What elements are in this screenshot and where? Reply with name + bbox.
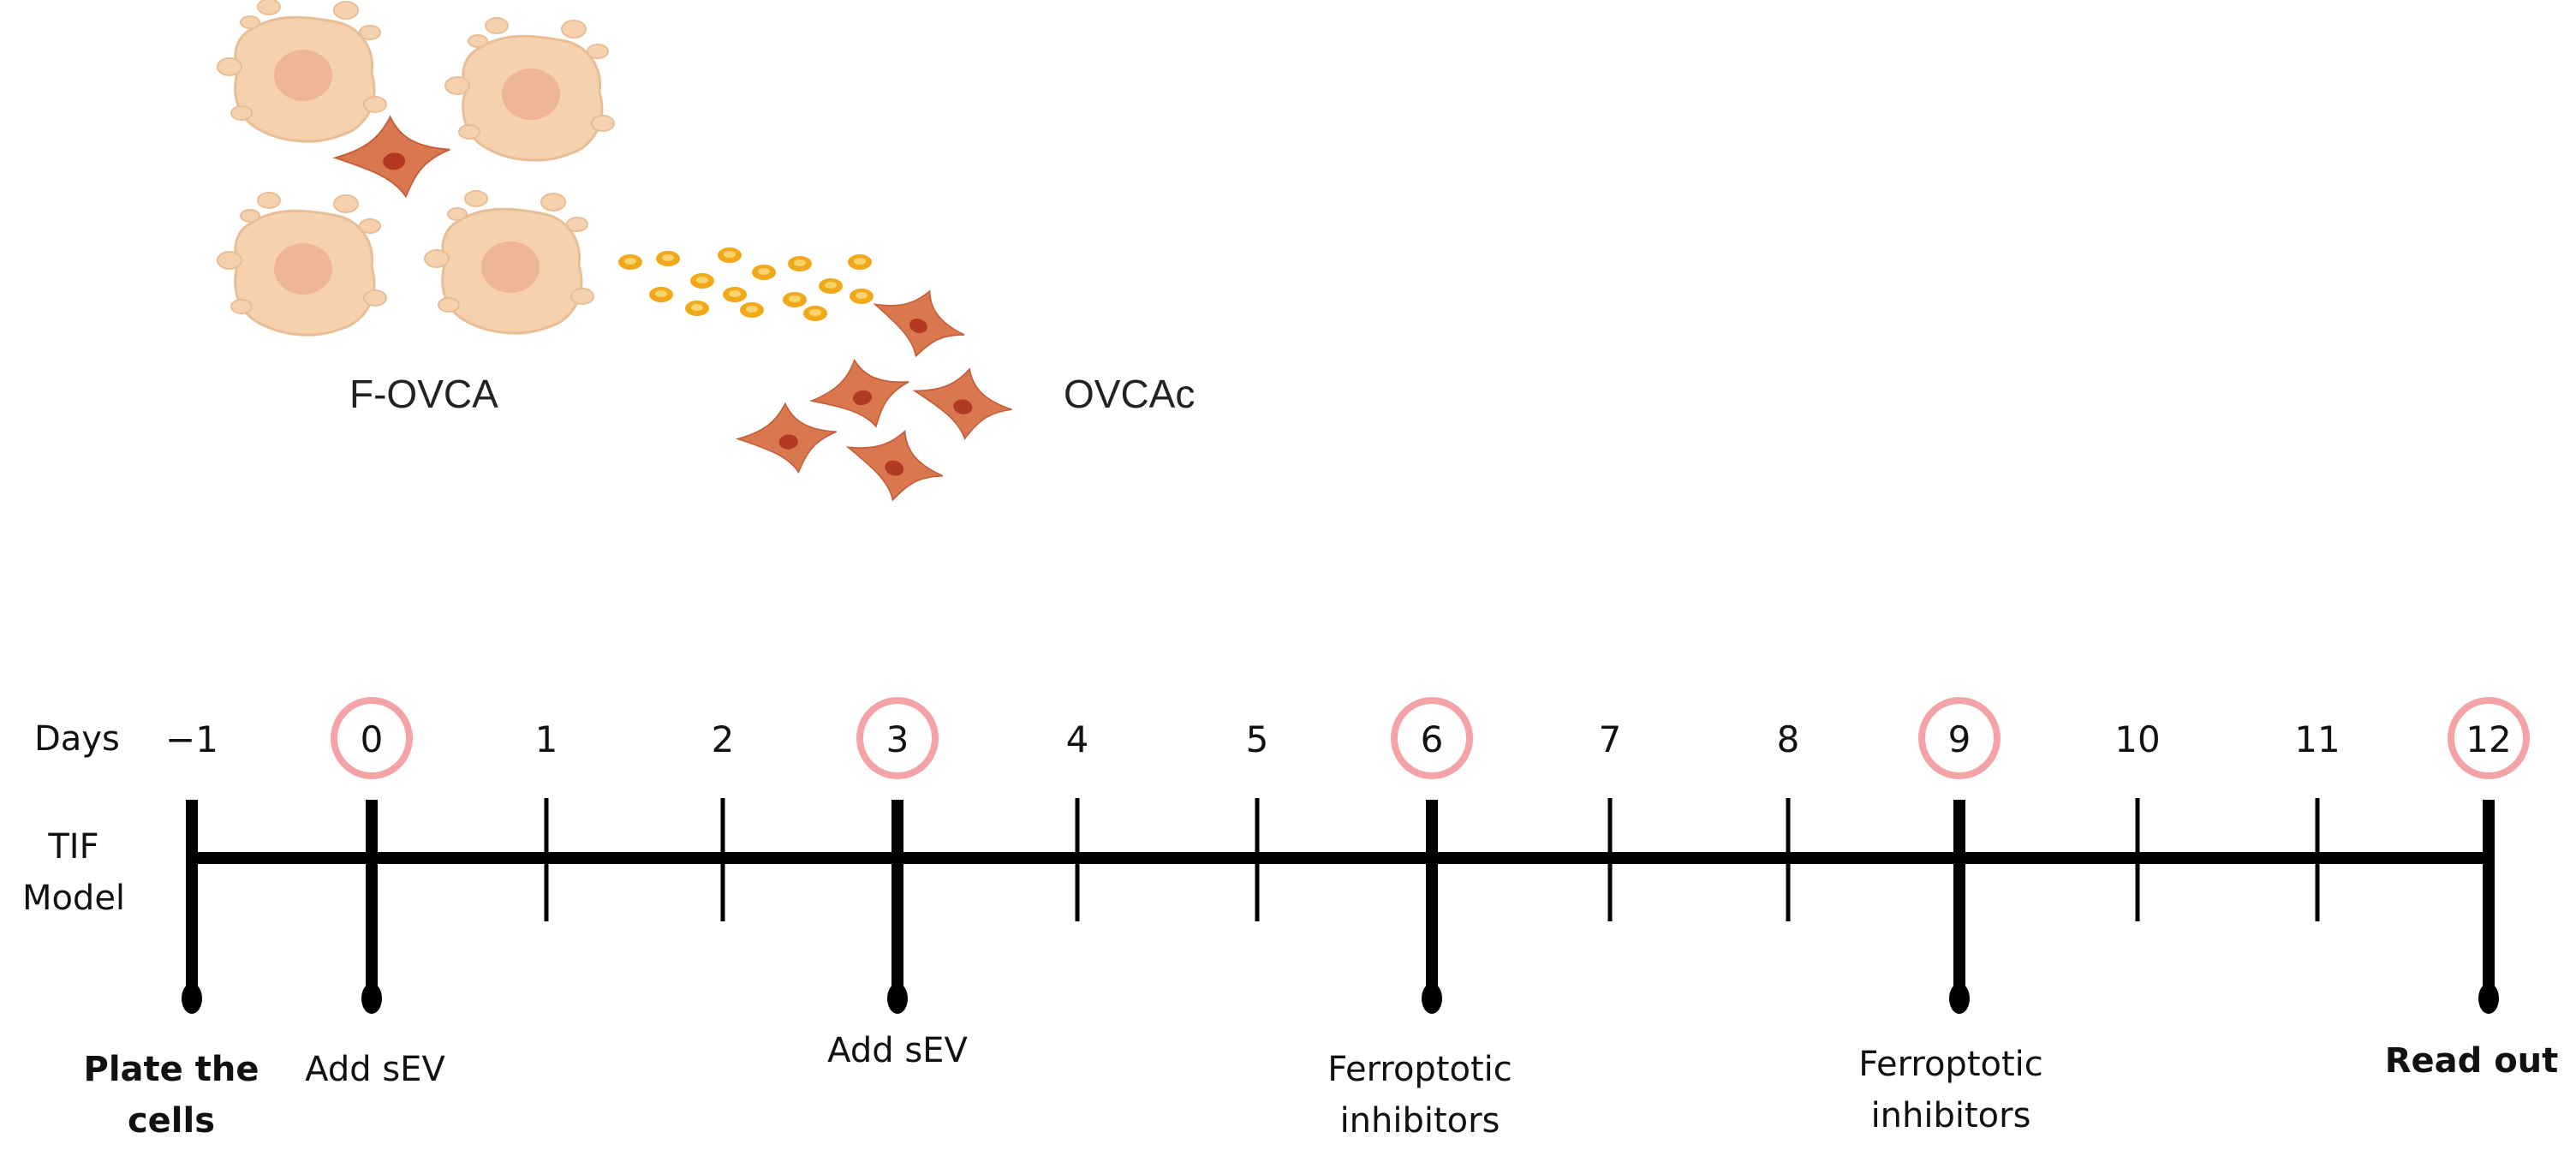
vesicle (783, 292, 807, 307)
illustration: F-OVCA OVCAc (217, 0, 1195, 512)
event-label: Add sEV (827, 1031, 968, 1070)
event-label-line: Read out (2385, 1041, 2559, 1081)
fibroblast-cells (331, 110, 1018, 512)
fibroblast-cell (862, 275, 975, 369)
event-pin-head (887, 983, 908, 1014)
organoid-cell (217, 0, 387, 143)
day-tick-label: 12 (2466, 718, 2511, 760)
day-tick-label: 5 (1246, 718, 1269, 760)
organoid-cell (444, 17, 615, 162)
organoid-cluster (217, 0, 615, 337)
event-pin-head (2478, 983, 2499, 1014)
fibroblast-cell (734, 398, 841, 478)
fibroblast-cell (907, 360, 1018, 447)
day-tick-label: 4 (1066, 718, 1089, 760)
event-label: Ferroptotic inhibitors (1327, 1050, 1512, 1141)
highlight-circle (1918, 697, 2001, 779)
event-label: Add sEV (305, 1050, 445, 1089)
vesicle (848, 254, 872, 270)
vesicle (752, 265, 776, 280)
tif-model-label-line-1: TIF (47, 827, 98, 867)
fibroblast-cell (331, 110, 455, 204)
vesicle (718, 247, 742, 263)
event-label-line: inhibitors (1340, 1101, 1500, 1141)
highlight-circle (331, 697, 413, 779)
event-label: Plate the cells (84, 1050, 259, 1141)
day-tick-label: 7 (1599, 718, 1622, 760)
vesicle-cloud (618, 247, 874, 321)
fibroblast-cell (837, 416, 952, 512)
event-label-line: Ferroptotic (1858, 1045, 2043, 1084)
day-tick-label: 1 (535, 718, 558, 760)
ovcac-label: OVCAc (1064, 372, 1195, 416)
vesicle (685, 301, 709, 316)
event-label-line: Add sEV (827, 1031, 968, 1070)
day-tick-label: 2 (712, 718, 735, 760)
tif-model-label-line-2: Model (22, 879, 125, 918)
organoid-cell (424, 190, 594, 335)
event-label-line: cells (128, 1101, 215, 1141)
vesicle (850, 289, 874, 304)
highlight-circle (2448, 697, 2530, 779)
day-tick-label: 10 (2114, 718, 2160, 760)
event-label-line: Plate the (84, 1050, 259, 1089)
event-pin-head (361, 983, 382, 1014)
day-tick-label: 6 (1421, 718, 1444, 760)
day-tick-label: 3 (886, 718, 909, 760)
day-tick-label: 8 (1777, 718, 1800, 760)
event-label-line: inhibitors (1871, 1096, 2031, 1135)
vesicle (618, 254, 642, 270)
timeline-events: Plate the cells Add sEV Add sEV Ferroptotic i… (84, 1031, 2559, 1141)
day-tick-label: 11 (2294, 718, 2340, 760)
organoid-cell (217, 192, 387, 337)
days-row-label: Days (34, 719, 120, 759)
timeline-axis (182, 798, 2499, 1014)
f-ovca-label: F-OVCA (349, 372, 498, 416)
event-pin-head (182, 983, 202, 1014)
day-tick-label: 9 (1948, 718, 1971, 760)
vesicle (656, 251, 680, 266)
vesicle (819, 278, 843, 294)
event-label-line: Ferroptotic (1327, 1050, 1512, 1089)
vesicle (690, 273, 714, 289)
highlighted-day-circles (331, 697, 2530, 779)
highlight-circle (1391, 697, 1473, 779)
fibroblast-cell (804, 349, 917, 439)
vesicle (649, 287, 673, 302)
day-tick-label: −1 (165, 718, 218, 760)
vesicle (788, 256, 812, 271)
event-label: Ferroptotic inhibitors (1858, 1045, 2043, 1135)
highlight-circle (856, 697, 939, 779)
vesicle (803, 306, 827, 321)
vesicle (740, 302, 764, 318)
vesicle (723, 287, 747, 302)
event-label: Read out (2385, 1041, 2559, 1081)
event-pin-head (1422, 983, 1442, 1014)
day-tick-label: 0 (361, 718, 384, 760)
event-pin-head (1949, 983, 1970, 1014)
event-label-line: Add sEV (305, 1050, 445, 1089)
